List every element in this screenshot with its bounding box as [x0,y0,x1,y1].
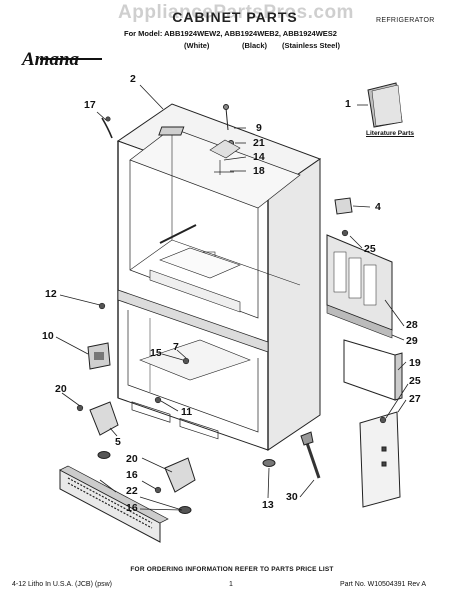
variant-white: (White) [184,41,210,50]
callout-20-mid: 20 [126,453,138,465]
leader-lines [55,84,409,511]
literature-parts-label: Literature Parts [366,130,415,137]
callout-19: 19 [409,357,421,369]
cabinet-shell [116,103,322,451]
callout-1: 1 [345,98,351,110]
watermark: AppliancePartsPros.com [118,2,354,23]
callout-28: 28 [406,319,418,331]
callout-13: 13 [262,499,274,511]
literature-booklet [367,82,403,128]
callout-5: 5 [115,436,121,448]
top-hinge [158,104,241,175]
callout-21: 21 [253,137,265,149]
callout-14: 14 [253,151,265,163]
callout-2: 2 [130,73,136,85]
base-grille [59,465,169,543]
callout-4: 4 [375,201,381,213]
control-box [87,342,111,370]
callout-27: 27 [409,393,421,405]
model-numbers: For Model: ABB1924WEW2, ABB1924WEB2, ABB… [124,29,337,38]
callout-7: 7 [173,341,179,353]
callout-25-bottom: 25 [409,375,421,387]
callout-16-upper: 16 [126,469,138,481]
callout-30: 30 [286,491,298,503]
callout-10: 10 [42,330,54,342]
callout-9: 9 [256,122,262,134]
variant-stainless: (Stainless Steel) [282,41,340,50]
screws [76,116,387,494]
callout-17: 17 [84,99,96,111]
callout-18: 18 [253,165,265,177]
wire [101,117,113,139]
cover-plate [334,197,353,215]
callout-29: 29 [406,335,418,347]
side-access-panel [359,411,401,508]
leveling-tool [300,431,321,479]
front-panel [343,339,396,401]
ordering-note: FOR ORDERING INFORMATION REFER TO PARTS … [130,566,334,573]
callout-15: 15 [150,347,162,359]
litho-info: 4-12 Litho In U.S.A. (JCB) (psw) [12,581,112,588]
callout-25-top: 25 [364,243,376,255]
appliance-category: REFRIGERATOR [376,17,435,24]
variant-black: (Black) [242,41,268,50]
callout-12: 12 [45,288,57,300]
callout-20-left: 20 [55,383,67,395]
front-rollers [89,401,276,514]
brand-underline [40,58,102,60]
callout-11: 11 [181,406,193,418]
callout-22: 22 [126,485,138,497]
callout-16-lower: 16 [126,502,138,514]
page-title: CABINET PARTS [172,9,298,25]
page-number: 1 [229,581,233,588]
part-number: Part No. W10504391 Rev A [340,581,426,588]
condenser-grille [326,234,393,339]
